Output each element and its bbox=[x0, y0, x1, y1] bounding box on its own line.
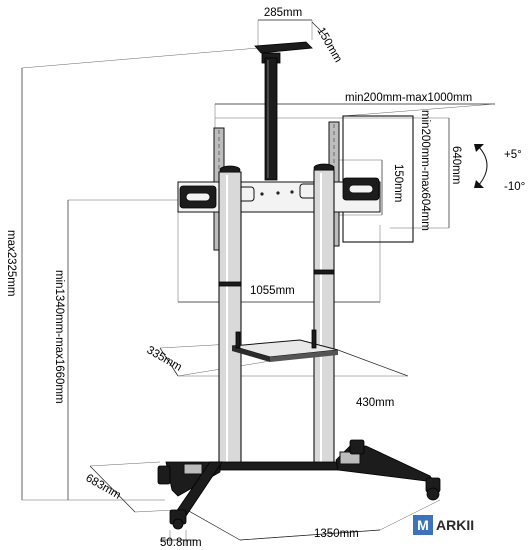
base bbox=[165, 445, 435, 517]
label-bracket-arm-height: 150mm bbox=[392, 164, 404, 202]
caster-right-front bbox=[425, 477, 441, 501]
label-pole-diameter: 50.8mm bbox=[160, 537, 202, 549]
brand-logo: M ARKII bbox=[413, 515, 474, 535]
label-base-depth: 683mm bbox=[84, 472, 123, 502]
label-tilt-down: -10° bbox=[504, 181, 525, 193]
label-top-width: 285mm bbox=[264, 7, 302, 19]
label-top-depth: 150mm bbox=[314, 26, 344, 65]
label-mount-height-range: min1340mm-max1660mm bbox=[53, 270, 65, 404]
label-bracket-width: 1055mm bbox=[250, 285, 295, 297]
screen-outline bbox=[342, 115, 414, 243]
logo-text: ARKII bbox=[436, 517, 474, 533]
label-vesa-vertical: min200mm-max604mm bbox=[419, 110, 431, 231]
logo-letter: M bbox=[417, 517, 429, 533]
label-vesa-horizontal: min200mm-max1000mm bbox=[345, 92, 472, 104]
shelf bbox=[231, 329, 339, 362]
label-bracket-height: 640mm bbox=[450, 146, 462, 184]
label-shelf-depth: 335mm bbox=[145, 344, 184, 374]
caster-right-back bbox=[349, 439, 365, 455]
pole-left bbox=[218, 171, 242, 469]
top-accessory-plate bbox=[254, 41, 313, 64]
label-base-width: 1350mm bbox=[314, 528, 359, 540]
pole-right bbox=[313, 169, 335, 467]
horizontal-arm bbox=[177, 177, 381, 213]
caster-left-front bbox=[169, 509, 187, 530]
label-tilt-up: +5° bbox=[504, 149, 522, 161]
caster-left-back bbox=[157, 465, 171, 485]
center-column bbox=[264, 57, 278, 181]
label-overall-height: max2325mm bbox=[5, 230, 17, 296]
tilt-arrow-icon bbox=[474, 144, 488, 188]
label-shelf-width: 430mm bbox=[356, 397, 394, 409]
